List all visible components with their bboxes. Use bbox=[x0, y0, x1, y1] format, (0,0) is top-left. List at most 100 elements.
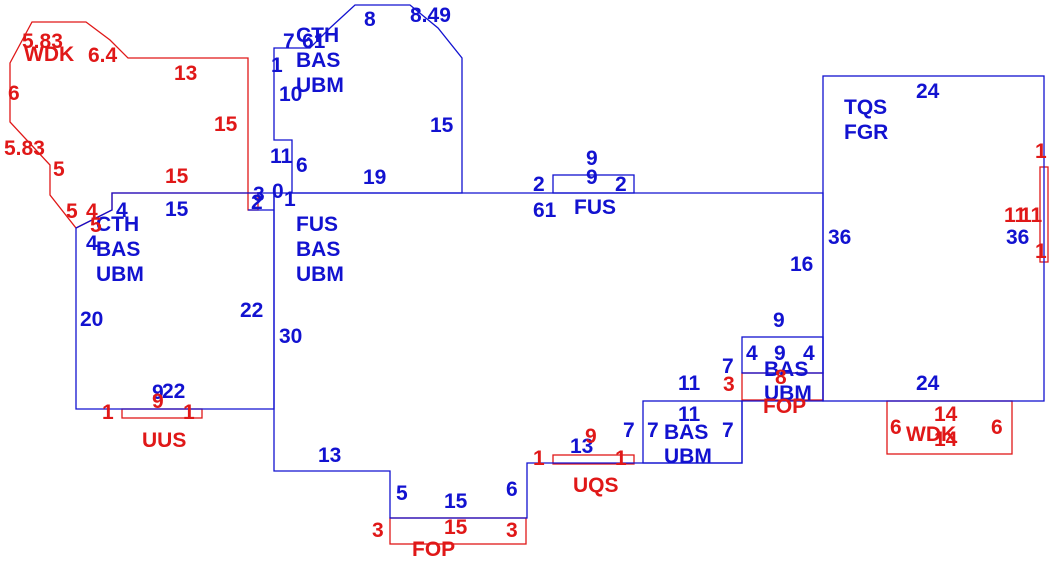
tqs-outline bbox=[822, 75, 1045, 402]
dim-label: 61 bbox=[533, 199, 557, 222]
uus-label: UUS bbox=[142, 429, 186, 452]
dim-label: 24 bbox=[916, 80, 940, 103]
addon-dim-label: 6.4 bbox=[88, 44, 118, 67]
addon-dim-label: 15 bbox=[444, 516, 468, 539]
dim-label: 15 bbox=[165, 198, 189, 221]
addon-dim-label: 13 bbox=[174, 62, 197, 85]
dim-label: 22 bbox=[162, 380, 185, 403]
addon-dim-label: 3 bbox=[723, 373, 735, 396]
addon-dim-label: 9 bbox=[152, 390, 164, 413]
bas-ubm-right-label-2: UBM bbox=[764, 382, 812, 405]
dim-label: 11 bbox=[678, 372, 701, 395]
bas-ubm-right-label-1: BAS bbox=[764, 358, 808, 381]
fus-small-label: FUS bbox=[574, 196, 616, 219]
addon-dim-label: 11 bbox=[1020, 204, 1043, 227]
dim-label: 5 bbox=[396, 482, 408, 505]
addon-dim-label: 3 bbox=[506, 519, 518, 542]
left-wing-outline bbox=[75, 192, 275, 410]
dim-label: 4 bbox=[803, 342, 815, 365]
dim-label: 16 bbox=[790, 253, 813, 276]
uqs-outline bbox=[552, 454, 635, 465]
dim-label: 3 bbox=[253, 183, 265, 206]
dim-label: 6 bbox=[296, 154, 308, 177]
addon-dim-label: 1 bbox=[183, 401, 195, 424]
addon-dim-label: 1 bbox=[1035, 140, 1047, 163]
upper-wing-outline bbox=[273, 4, 463, 194]
addon-dim-label: 15 bbox=[214, 113, 238, 136]
dim-label: 15 bbox=[430, 114, 454, 137]
addon-dim-label: 6 bbox=[8, 82, 20, 105]
dim-label: 30 bbox=[279, 325, 302, 348]
dim-label: 2 bbox=[533, 173, 545, 196]
dim-label: 6 bbox=[506, 478, 518, 501]
addon-dim-label: 4 bbox=[86, 200, 98, 223]
fus-main-label-1: FUS bbox=[296, 213, 338, 236]
wdk-right-label: WDK bbox=[906, 423, 956, 446]
dim-label: 7 bbox=[623, 419, 635, 442]
fus-main-label-3: UBM bbox=[296, 263, 344, 286]
addon-dim-label: 1 bbox=[533, 447, 545, 470]
addon-dim-label: 1 bbox=[1035, 240, 1047, 263]
main-building-outline bbox=[273, 192, 824, 519]
addon-dim-label: 6 bbox=[890, 416, 902, 439]
addon-dim-label: 5.83 bbox=[22, 30, 63, 53]
dim-label: 19 bbox=[363, 166, 386, 189]
tqs-label-2: FGR bbox=[844, 121, 888, 144]
fus-main-label-2: BAS bbox=[296, 238, 340, 261]
dim-label: 15 bbox=[444, 490, 468, 513]
dim-label: 36 bbox=[1006, 226, 1029, 249]
dim-label: 0 bbox=[272, 180, 284, 203]
addon-dim-label: 8 bbox=[775, 366, 787, 389]
bas-ubm-bottom-label-1: BAS bbox=[664, 421, 708, 444]
dim-label: 13 bbox=[570, 435, 593, 458]
addon-dim-label: 5.83 bbox=[4, 137, 45, 160]
dim-label: 24 bbox=[916, 372, 940, 395]
cth-upper-label-1: CTH bbox=[296, 24, 339, 47]
addon-dim-label: 5 bbox=[53, 158, 65, 181]
dim-label: 7 bbox=[722, 419, 734, 442]
addon-dim-label: 14 bbox=[934, 428, 958, 451]
dim-label: 7 bbox=[722, 355, 734, 378]
bas-ubm-bottom-label-2: UBM bbox=[664, 445, 712, 468]
dim-label: 8 bbox=[364, 8, 376, 31]
dim-label: 20 bbox=[80, 308, 103, 331]
dim-label: 11 bbox=[270, 145, 293, 168]
addon-dim-label: 3 bbox=[372, 519, 384, 542]
dim-label: 10 bbox=[279, 83, 302, 106]
dim-label: 1 bbox=[271, 54, 283, 77]
dim-label: 8.49 bbox=[410, 4, 451, 27]
addon-dim-label: 6 bbox=[991, 416, 1003, 439]
addon-dim-label: 9 bbox=[585, 425, 597, 448]
dim-label: 9 bbox=[152, 381, 164, 404]
cth-left-label-2: BAS bbox=[96, 238, 140, 261]
tqs-label-1: TQS bbox=[844, 96, 887, 119]
dim-label: 9 bbox=[774, 342, 786, 365]
dim-label: 22 bbox=[240, 299, 263, 322]
addon-dim-label: 14 bbox=[934, 403, 958, 426]
bas-ubm-bottom-outline bbox=[642, 400, 743, 464]
cth-left-label-1: CTH bbox=[96, 213, 139, 236]
dim-label: 7 bbox=[283, 30, 295, 53]
addon-dim-label: 1 bbox=[615, 447, 627, 470]
wdk-top-label: WDK bbox=[24, 43, 74, 66]
dim-label: 4 bbox=[116, 199, 128, 222]
addon-dim-label: 15 bbox=[165, 165, 189, 188]
uqs-label: UQS bbox=[573, 474, 619, 497]
dim-label: 2 bbox=[615, 173, 627, 196]
small-fus-outline bbox=[552, 174, 635, 194]
addon-dim-label: 5 bbox=[66, 200, 78, 223]
cth-upper-label-2: BAS bbox=[296, 49, 340, 72]
dim-label: 1 bbox=[284, 188, 296, 211]
dim-label: 13 bbox=[318, 444, 341, 467]
dim-label: 61 bbox=[302, 30, 326, 53]
dim-label: 7 bbox=[647, 419, 659, 442]
addon-dim-label: 11 bbox=[1004, 204, 1027, 227]
dim-label: 4 bbox=[746, 342, 758, 365]
fop-right-label: FOP bbox=[763, 395, 806, 418]
cth-left-label-3: UBM bbox=[96, 263, 144, 286]
dim-label: 36 bbox=[828, 226, 851, 249]
dim-label: 4 bbox=[86, 232, 98, 255]
fop-bottom-label: FOP bbox=[412, 538, 455, 561]
dim-label: 11 bbox=[678, 403, 701, 426]
